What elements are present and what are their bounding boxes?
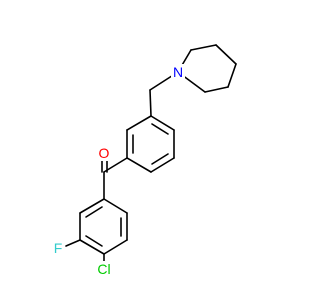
atom-label-chlorine: Cl (94, 261, 114, 277)
nitrogen-label: N (173, 64, 183, 80)
bond-c2-c3 (215, 44, 237, 65)
lower-benzene-ring (79, 198, 128, 255)
bond-c1-c2 (190, 44, 217, 51)
atom-label-fluorine: F (52, 240, 64, 256)
bond-lb-double-b (85, 235, 103, 247)
bond-ub-4 (126, 157, 152, 173)
bond-ub-1 (150, 115, 175, 131)
oxygen-label: O (99, 145, 110, 161)
bond-ch2-ring (149, 89, 152, 117)
bond-c4-c5 (204, 86, 229, 93)
bond-lb-double-c (85, 206, 103, 218)
bond-c3-c4 (227, 63, 237, 88)
chemical-structure-diagram: O N F Cl (52, 44, 237, 277)
bond-lb-1 (103, 198, 128, 214)
bond-lb-3 (103, 239, 128, 255)
bond-ring-fluorine (65, 239, 81, 247)
bond-lb-6 (79, 198, 105, 214)
upper-benzene-ring (126, 115, 175, 173)
bond-ring-carbonyl (103, 157, 128, 173)
bond-ub-double-a (151, 123, 169, 135)
atom-label-nitrogen: N (171, 64, 185, 80)
bond-ub-3 (150, 157, 175, 173)
fluorine-label: F (54, 240, 63, 256)
bond-lb-4 (79, 239, 105, 255)
piperidine-ring (177, 44, 237, 93)
chlorine-label: Cl (97, 261, 110, 277)
atom-label-oxygen: O (97, 145, 111, 161)
bond-ub-6 (126, 115, 152, 131)
bond-ub-double-b (151, 153, 169, 165)
